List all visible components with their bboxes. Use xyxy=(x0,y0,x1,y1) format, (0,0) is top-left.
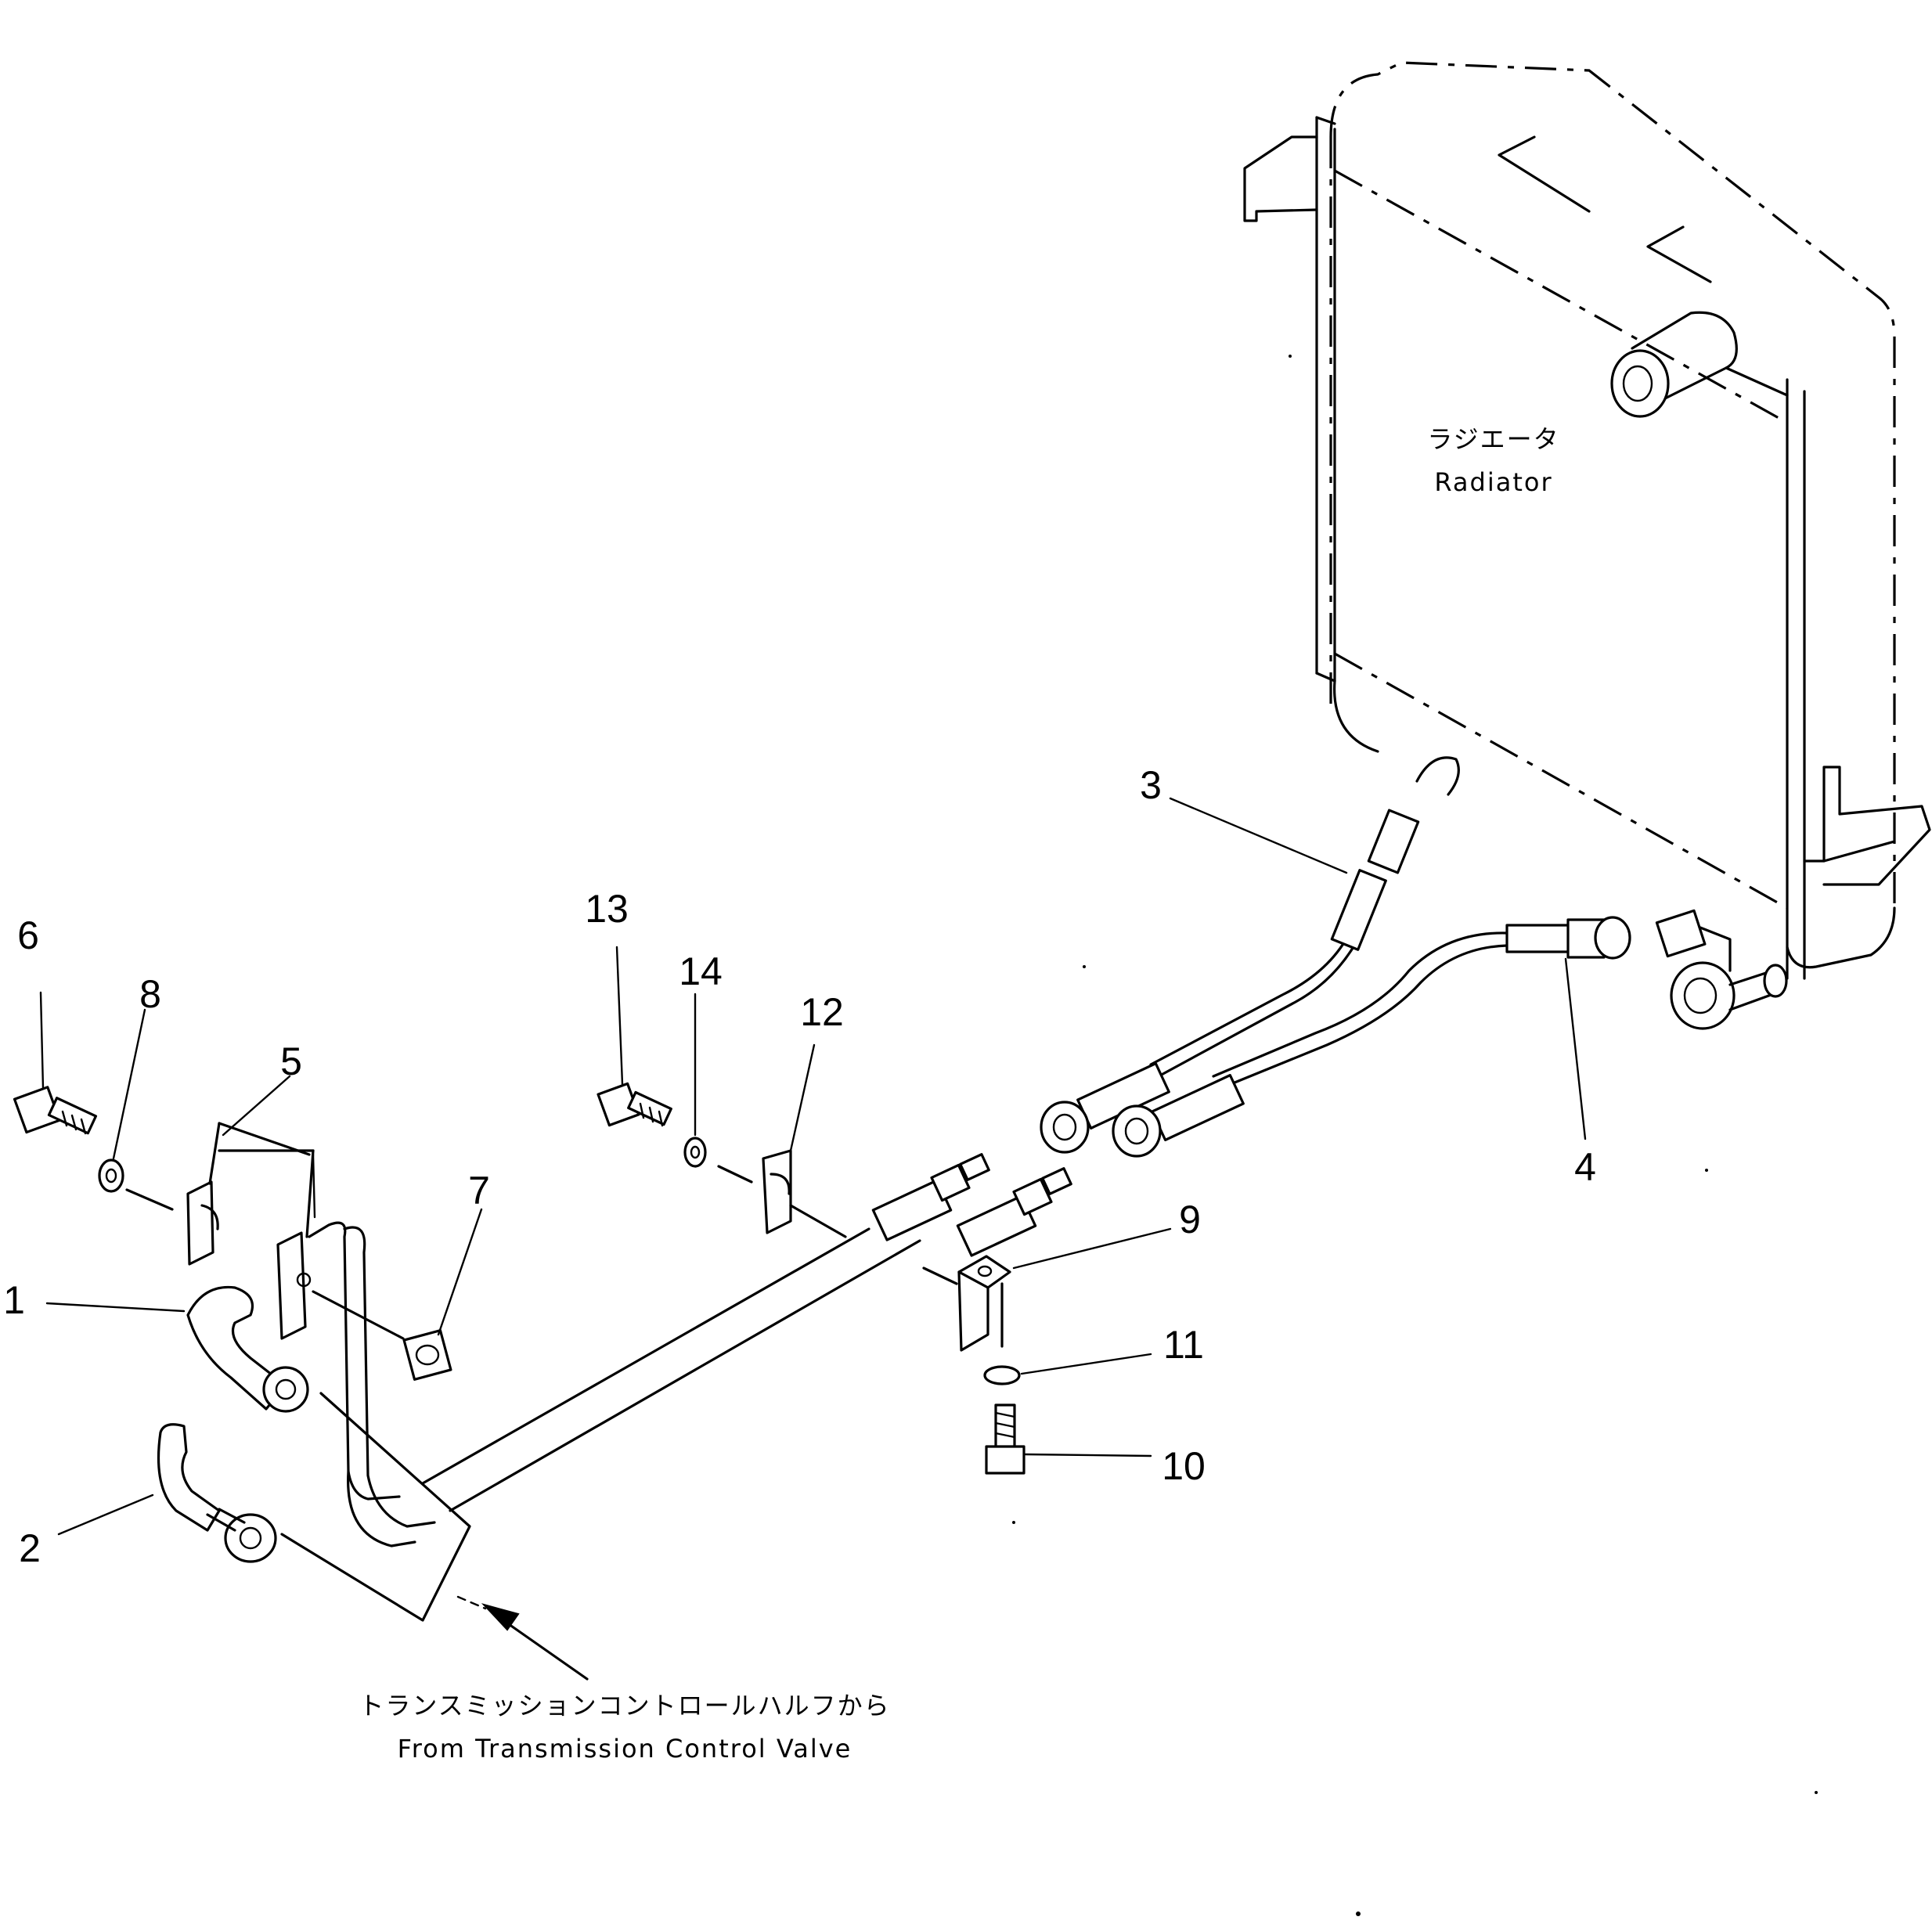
callout-9: 9 xyxy=(1179,1198,1201,1241)
radiator-label-en: Radiator xyxy=(1434,467,1552,497)
adapter-pair xyxy=(871,1153,1072,1257)
callout-12: 12 xyxy=(800,990,844,1034)
callout-14: 14 xyxy=(679,949,723,993)
scan-marks xyxy=(1012,355,1818,1916)
callout-6: 6 xyxy=(17,913,39,957)
callouts: 1 2 3 4 5 6 7 8 9 10 11 12 13 14 xyxy=(3,763,1596,1570)
source-label-en: From Transmission Control Valve xyxy=(398,1734,852,1764)
source-label-jp: トランスミッションコントロールハルフから xyxy=(359,1691,890,1720)
hose-4 xyxy=(1212,916,1631,1090)
callout-11: 11 xyxy=(1163,1323,1204,1367)
source-arrow xyxy=(456,1595,589,1681)
radiator-label-jp: ラジエータ xyxy=(1427,424,1559,454)
long-tube xyxy=(421,1227,921,1512)
callout-13: 13 xyxy=(585,887,629,931)
leader-lines xyxy=(39,797,1587,1536)
hose-3 xyxy=(1149,809,1420,1078)
middle-brackets xyxy=(597,1082,1025,1475)
hose-end-lower xyxy=(1112,1074,1245,1158)
callout-5: 5 xyxy=(280,1039,302,1083)
radiator: ラジエータ Radiator xyxy=(1243,61,1931,1030)
callout-2: 2 xyxy=(19,1526,41,1570)
left-assembly xyxy=(13,1086,471,1622)
callout-4: 4 xyxy=(1574,1145,1596,1189)
callout-10: 10 xyxy=(1162,1444,1206,1488)
callout-1: 1 xyxy=(3,1278,25,1322)
callout-7: 7 xyxy=(468,1169,490,1212)
callout-8: 8 xyxy=(139,972,161,1016)
callout-3: 3 xyxy=(1140,763,1162,807)
source-caption: トランスミッションコントロールハルフから From Transmission C… xyxy=(359,1691,890,1764)
hose-end-upper xyxy=(1040,1062,1170,1154)
